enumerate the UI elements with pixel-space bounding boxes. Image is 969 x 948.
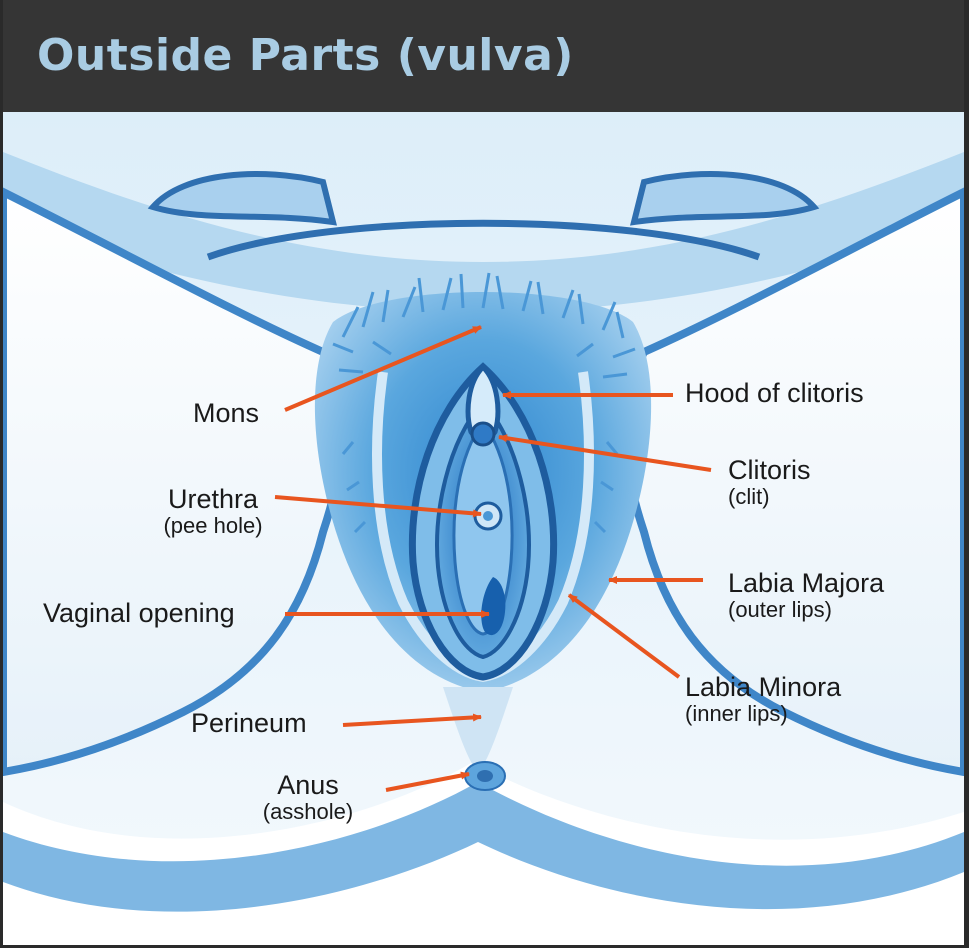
urethra-opening bbox=[483, 511, 493, 521]
label-labia-majora-text: Labia Majora bbox=[728, 568, 884, 598]
label-urethra: Urethra (pee hole) bbox=[143, 484, 283, 539]
label-labia-minora-text: Labia Minora bbox=[685, 672, 841, 702]
label-urethra-text: Urethra bbox=[143, 484, 283, 514]
label-labia-majora: Labia Majora (outer lips) bbox=[728, 568, 884, 623]
label-anus-text: Anus bbox=[243, 770, 373, 800]
label-labia-minora: Labia Minora (inner lips) bbox=[685, 672, 841, 727]
title-bar: Outside Parts (vulva) bbox=[3, 0, 964, 112]
label-labia-minora-sub: (inner lips) bbox=[685, 702, 841, 727]
label-vaginal-opening: Vaginal opening bbox=[43, 598, 235, 628]
label-clitoris: Clitoris (clit) bbox=[728, 455, 811, 510]
label-mons-text: Mons bbox=[193, 398, 259, 428]
label-perineum-text: Perineum bbox=[191, 708, 307, 738]
diagram-title: Outside Parts (vulva) bbox=[37, 30, 574, 81]
label-hood-text: Hood of clitoris bbox=[685, 378, 864, 408]
anus-center bbox=[477, 770, 493, 782]
label-vaginal-opening-text: Vaginal opening bbox=[43, 598, 235, 628]
label-urethra-sub: (pee hole) bbox=[143, 514, 283, 539]
label-anus-sub: (asshole) bbox=[243, 800, 373, 825]
label-labia-majora-sub: (outer lips) bbox=[728, 598, 884, 623]
clitoris-shape bbox=[472, 423, 494, 445]
label-hood: Hood of clitoris bbox=[685, 378, 864, 408]
label-anus: Anus (asshole) bbox=[243, 770, 373, 825]
label-clitoris-text: Clitoris bbox=[728, 455, 811, 485]
label-mons: Mons bbox=[193, 398, 259, 428]
label-clitoris-sub: (clit) bbox=[728, 485, 811, 510]
label-perineum: Perineum bbox=[191, 708, 307, 738]
